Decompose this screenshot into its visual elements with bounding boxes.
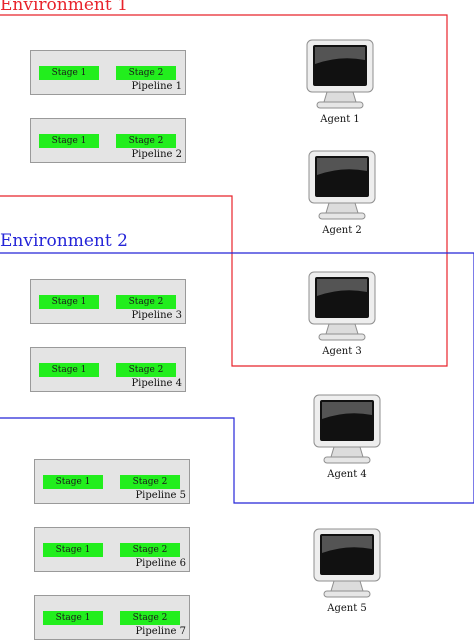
agent-3[interactable]: Agent 3 xyxy=(297,270,387,357)
pipeline-4[interactable]: Stage 1 Stage 2 Pipeline 4 xyxy=(30,347,186,392)
agent-label: Agent 5 xyxy=(327,603,367,614)
environment-2-title: Environment 2 xyxy=(0,231,128,251)
agent-label: Agent 4 xyxy=(327,469,367,480)
stage-2-box[interactable]: Stage 2 xyxy=(116,295,176,309)
pipeline-3[interactable]: Stage 1 Stage 2 Pipeline 3 xyxy=(30,279,186,324)
stage-2-box[interactable]: Stage 2 xyxy=(116,363,176,377)
stage-2-box[interactable]: Stage 2 xyxy=(120,543,180,557)
stage-1-box[interactable]: Stage 1 xyxy=(39,363,99,377)
stage-1-box[interactable]: Stage 1 xyxy=(39,66,99,80)
stage-1-box[interactable]: Stage 1 xyxy=(43,475,103,489)
pipeline-label: Pipeline 7 xyxy=(135,626,186,637)
agent-4[interactable]: Agent 4 xyxy=(302,393,392,480)
environment-1-boundary xyxy=(0,14,448,367)
monitor-icon xyxy=(306,39,374,109)
pipeline-label: Pipeline 2 xyxy=(131,149,182,160)
agent-2[interactable]: Agent 2 xyxy=(297,149,387,236)
agent-label: Agent 3 xyxy=(322,346,362,357)
agent-1[interactable]: Agent 1 xyxy=(295,38,385,125)
agent-label: Agent 2 xyxy=(322,225,362,236)
stage-2-box[interactable]: Stage 2 xyxy=(116,66,176,80)
monitor-icon xyxy=(313,528,381,598)
pipeline-6[interactable]: Stage 1 Stage 2 Pipeline 6 xyxy=(34,527,190,572)
stage-2-box[interactable]: Stage 2 xyxy=(120,475,180,489)
stage-1-box[interactable]: Stage 1 xyxy=(43,611,103,625)
stage-2-box[interactable]: Stage 2 xyxy=(116,134,176,148)
pipeline-1[interactable]: Stage 1 Stage 2 Pipeline 1 xyxy=(30,50,186,95)
monitor-icon xyxy=(308,150,376,220)
pipeline-label: Pipeline 1 xyxy=(131,81,182,92)
pipeline-5[interactable]: Stage 1 Stage 2 Pipeline 5 xyxy=(34,459,190,504)
environment-1-title: Environment 1 xyxy=(0,0,128,15)
pipeline-label: Pipeline 3 xyxy=(131,310,182,321)
pipeline-label: Pipeline 5 xyxy=(135,490,186,501)
agent-5[interactable]: Agent 5 xyxy=(302,527,392,614)
monitor-icon xyxy=(313,394,381,464)
pipeline-label: Pipeline 6 xyxy=(135,558,186,569)
environment-2-boundary xyxy=(0,252,474,504)
stage-1-box[interactable]: Stage 1 xyxy=(39,134,99,148)
stage-1-box[interactable]: Stage 1 xyxy=(43,543,103,557)
agent-label: Agent 1 xyxy=(320,114,360,125)
pipeline-7[interactable]: Stage 1 Stage 2 Pipeline 7 xyxy=(34,595,190,640)
stage-2-box[interactable]: Stage 2 xyxy=(120,611,180,625)
stage-1-box[interactable]: Stage 1 xyxy=(39,295,99,309)
pipeline-2[interactable]: Stage 1 Stage 2 Pipeline 2 xyxy=(30,118,186,163)
monitor-icon xyxy=(308,271,376,341)
pipeline-label: Pipeline 4 xyxy=(131,378,182,389)
